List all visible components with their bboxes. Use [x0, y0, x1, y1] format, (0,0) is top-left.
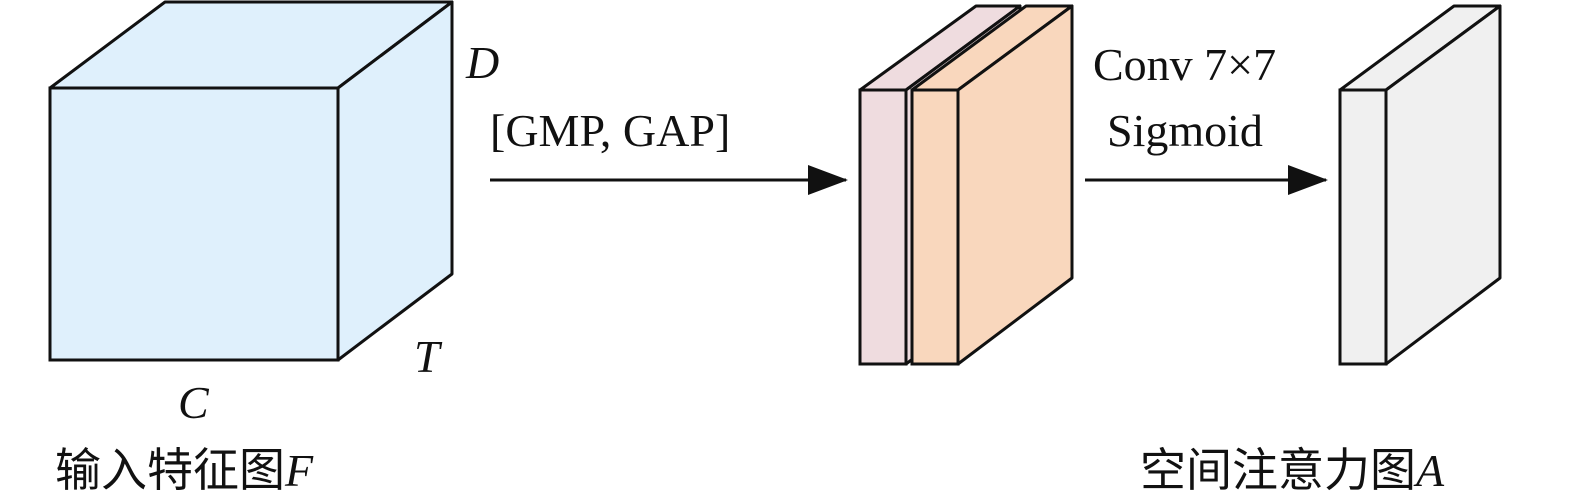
input-caption-text: 输入特征图: [55, 443, 285, 497]
input-cube-front-face: [48, 86, 340, 362]
output-attention-map: [1338, 4, 1502, 366]
output-caption-text: 空间注意力图: [1140, 443, 1416, 497]
input-feature-cube: [48, 0, 454, 362]
input-caption-var: F: [284, 445, 314, 496]
output-caption-var: A: [1413, 445, 1445, 496]
output-caption: 空间注意力图A: [1140, 443, 1445, 497]
pooled-front-front: [910, 88, 960, 366]
conv-label: Conv 7×7: [1093, 39, 1276, 90]
input-caption: 输入特征图F: [55, 443, 314, 497]
output-map-front: [1338, 88, 1388, 366]
pooled-map-front: [910, 4, 1074, 366]
sigmoid-label: Sigmoid: [1107, 105, 1263, 156]
dim-depth-label: D: [465, 37, 499, 88]
dim-channel-label: C: [178, 377, 210, 428]
pooled-back-front: [858, 88, 908, 366]
pooling-label: [GMP, GAP]: [490, 105, 730, 156]
dim-time-label: T: [414, 331, 443, 382]
